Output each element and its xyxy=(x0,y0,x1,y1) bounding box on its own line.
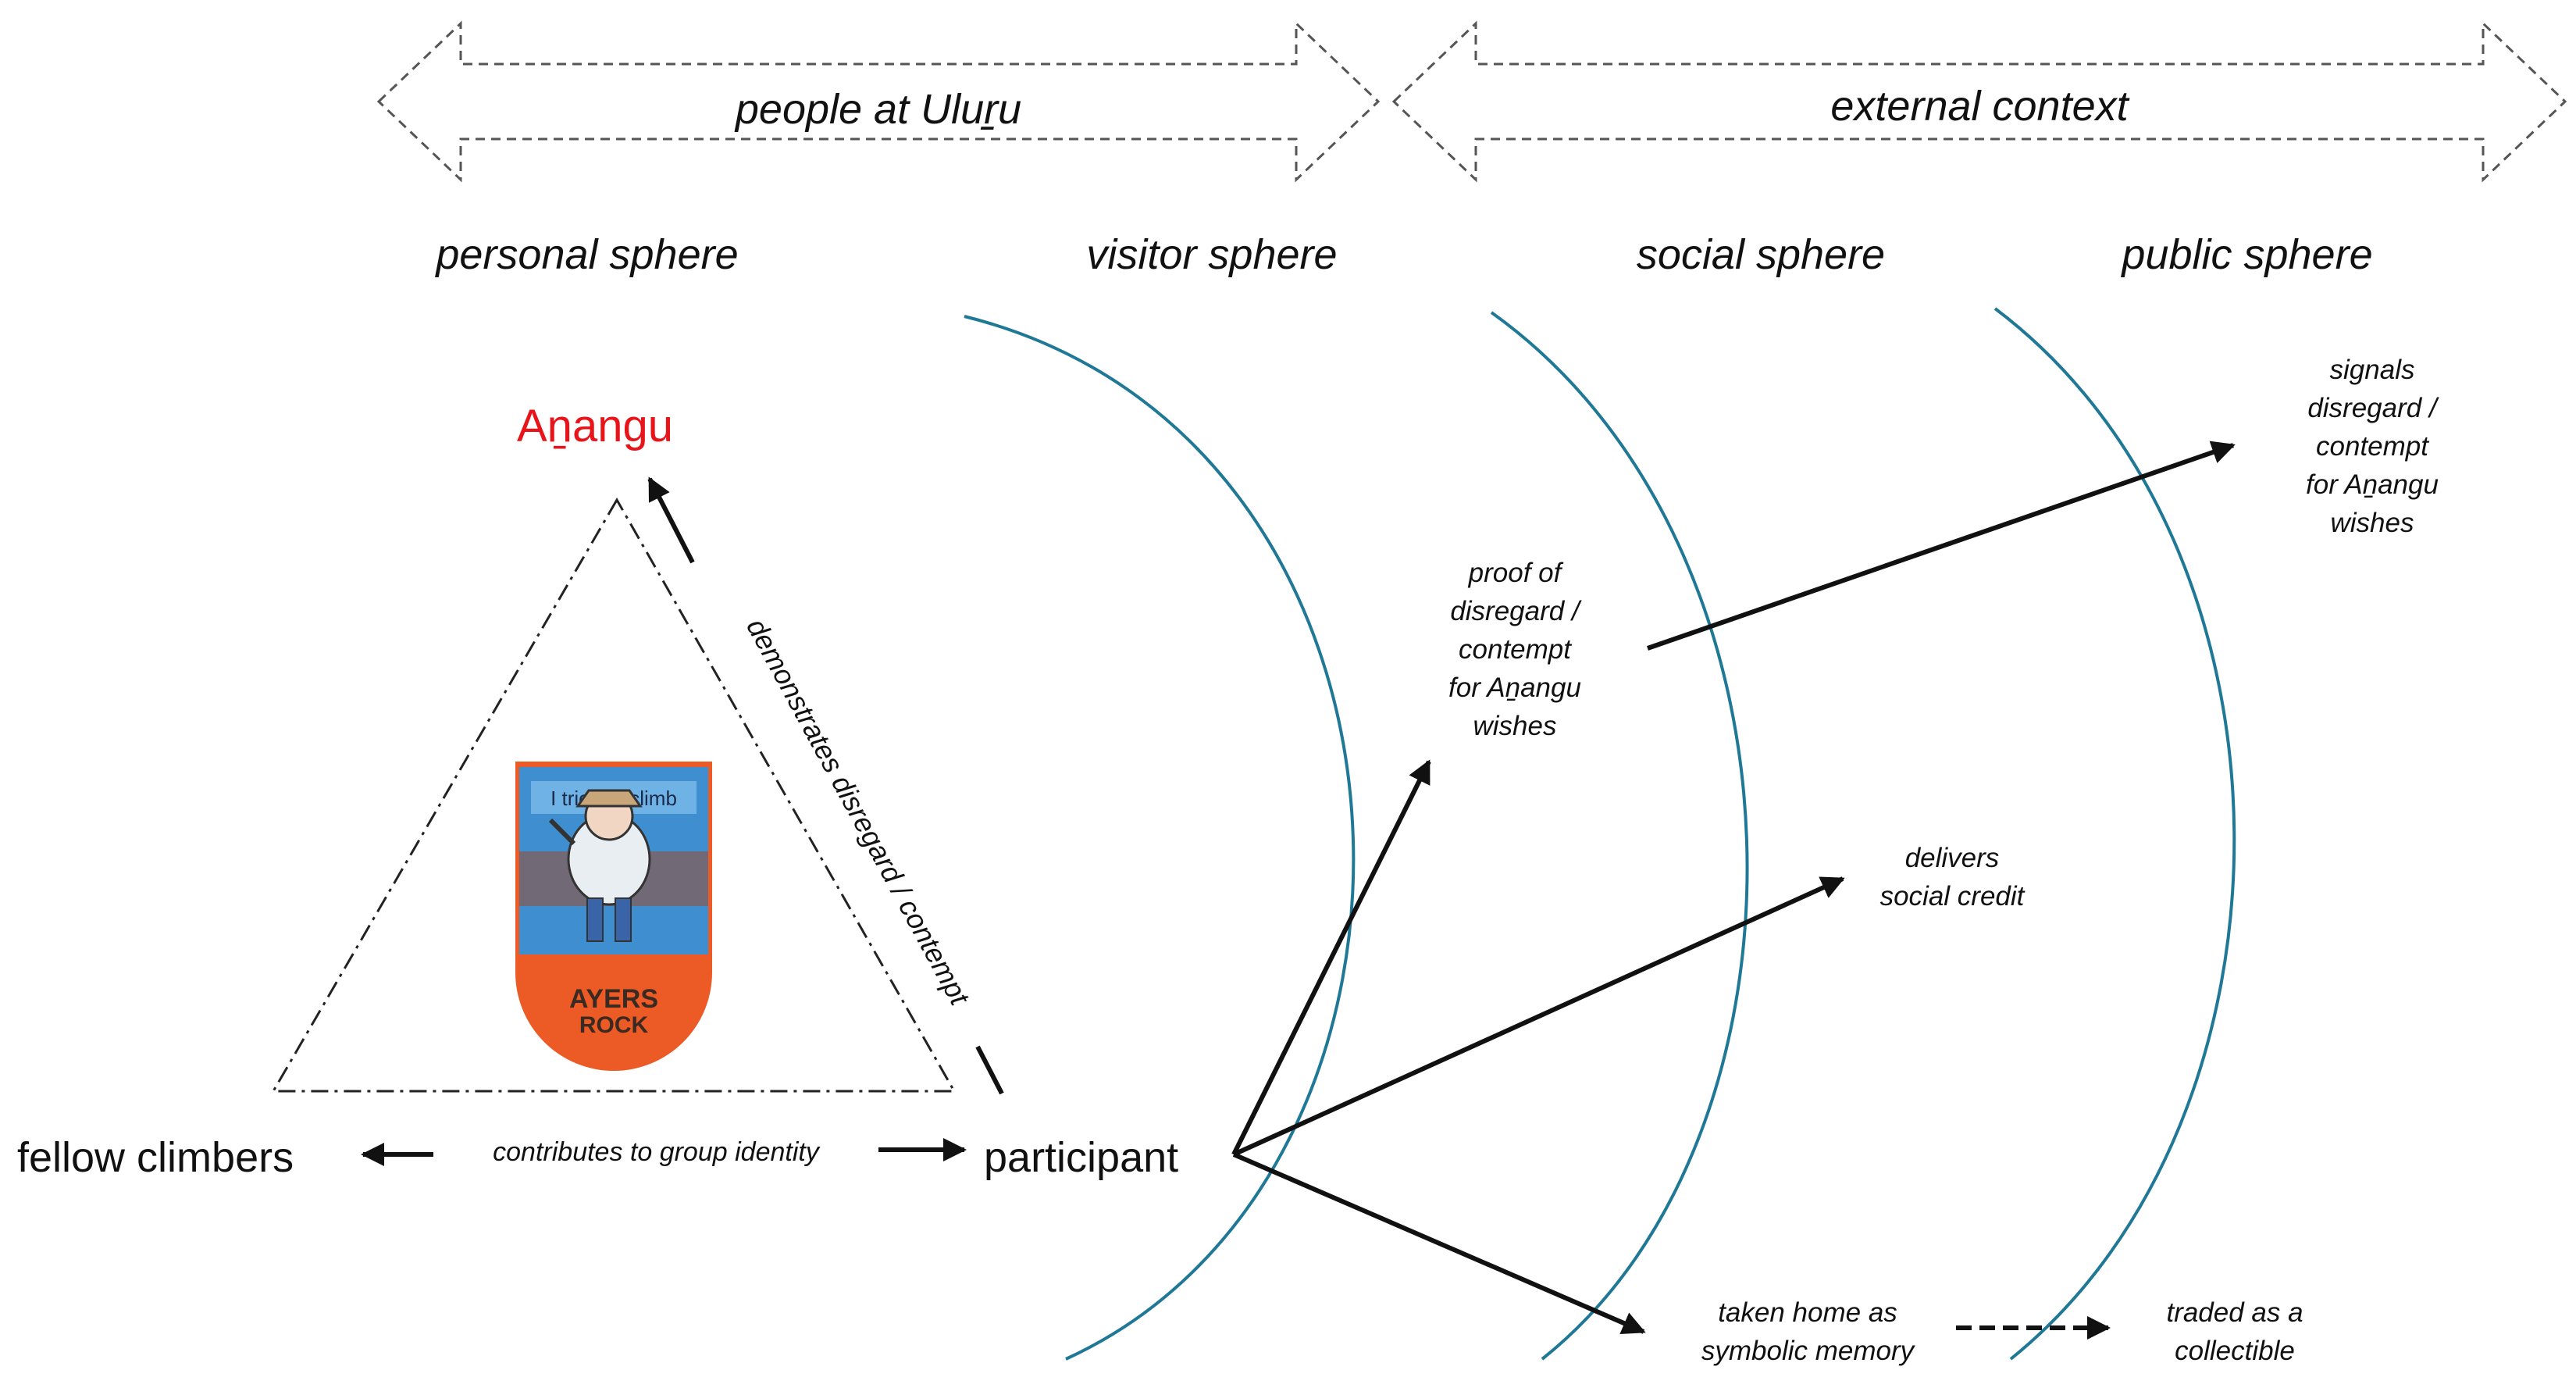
badge-bottom-line1: AYERS xyxy=(569,984,658,1014)
social-sphere-boundary xyxy=(1490,311,1749,1361)
people-at-uluru-arrow xyxy=(376,20,1381,183)
external-context-arrow xyxy=(1391,20,2567,183)
arrow-to-signals xyxy=(1647,441,2236,651)
proof-line-1: proof of xyxy=(1468,558,1564,588)
public-sphere-boundary xyxy=(1993,307,2236,1361)
anangu-label: Aṉangu xyxy=(517,401,673,451)
proof-line-2: disregard / xyxy=(1450,596,1582,626)
external-context-label: external context xyxy=(1830,83,2129,130)
visitor-sphere-label: visitor sphere xyxy=(1086,231,1337,278)
arrow-to-taken-home xyxy=(1232,1152,1646,1335)
group-identity-label: contributes to group identity xyxy=(493,1137,821,1167)
participant-label: participant xyxy=(984,1134,1178,1181)
triangle-side-label: demonstrates disregard / contempt xyxy=(740,613,976,1011)
proof-line-3: contempt xyxy=(1459,634,1572,665)
social-credit-line-1: delivers xyxy=(1905,843,2000,873)
signals-line-1: signals xyxy=(2330,355,2415,385)
signals-line-4: for Aṉangu xyxy=(2306,469,2439,500)
signals-line-2: disregard / xyxy=(2307,393,2439,423)
souvenir-badge: I tried to climb AYERS ROCK xyxy=(515,762,712,1071)
social-sphere-label: social sphere xyxy=(1637,231,1885,278)
disregard-arrow-lower xyxy=(975,1045,1004,1095)
traded-line-1: traded as a xyxy=(2166,1297,2303,1328)
personal-sphere-label: personal sphere xyxy=(434,231,738,278)
relationship-triangle xyxy=(271,497,957,1093)
traded-line-2: collectible xyxy=(2175,1336,2295,1366)
arrow-to-proof xyxy=(1231,759,1431,1156)
disregard-arrow-upper xyxy=(647,476,695,564)
arrow-to-social-credit xyxy=(1232,876,1845,1157)
fellow-climbers-label: fellow climbers xyxy=(17,1134,294,1181)
proof-line-5: wishes xyxy=(1473,711,1557,741)
people-at-uluru-label: people at Uluṟu xyxy=(734,86,1021,133)
social-credit-line-2: social credit xyxy=(1880,881,2026,912)
public-sphere-label: public sphere xyxy=(2120,231,2372,278)
badge-bottom-line2: ROCK xyxy=(579,1012,649,1038)
badge-character xyxy=(548,789,651,942)
proof-line-4: for Aṉangu xyxy=(1448,673,1581,703)
signals-line-5: wishes xyxy=(2331,508,2414,538)
signals-line-3: contempt xyxy=(2316,431,2429,462)
visitor-sphere-boundary xyxy=(964,315,1356,1361)
taken-home-line-2: symbolic memory xyxy=(1701,1336,1916,1366)
taken-home-line-1: taken home as xyxy=(1718,1297,1897,1328)
